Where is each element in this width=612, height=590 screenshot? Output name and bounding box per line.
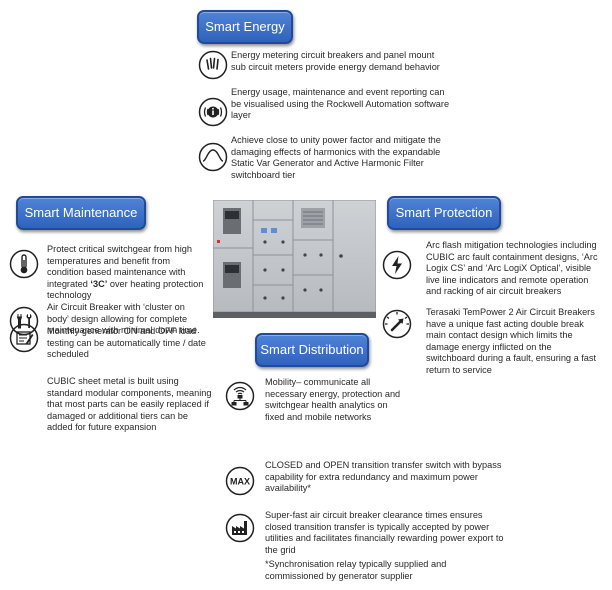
maintenance-item-1-text-b: over heating protection technology	[47, 278, 204, 301]
network-wifi-icon	[225, 381, 255, 411]
energy-item-3-text: Achieve close to unity power factor and …	[231, 135, 441, 180]
energy-item-2-text: Energy usage, maintenance and event repo…	[231, 87, 450, 121]
thermometer-icon	[9, 249, 39, 279]
energy-item-1-text: Energy metering circuit breakers and pan…	[231, 50, 440, 72]
info-broadcast-icon	[198, 97, 228, 127]
distribution-item-2-text: CLOSED and OPEN transition transfer swit…	[265, 460, 502, 494]
distribution-item-1-text: Mobility– communicate all necessary ener…	[265, 377, 401, 422]
distribution-footnote-text: *Synchronisation relay typically supplie…	[265, 559, 447, 581]
gauge-arrow-icon	[382, 309, 412, 339]
max-badge-label: MAX	[230, 477, 250, 487]
max-badge-icon: MAX	[225, 466, 255, 496]
meter-gauge-icon	[198, 50, 228, 80]
maintenance-item-2-text: Air Circuit Breaker with ‘cluster on bod…	[47, 302, 200, 336]
distribution-item-3-text: Super-fast air circuit breaker clearance…	[265, 510, 504, 555]
schedule-edit-icon	[9, 323, 39, 353]
sine-wave-icon	[198, 142, 228, 172]
switchboard-image	[212, 199, 377, 318]
lightning-bolt-icon	[382, 250, 412, 280]
factory-power-icon	[225, 513, 255, 543]
maintenance-item-1-text-a: Protect critical switchgear from high te…	[47, 244, 193, 289]
maintenance-note-text: CUBIC sheet metal is built using standar…	[47, 376, 212, 433]
smart-energy-button[interactable]: Smart Energy	[197, 10, 293, 44]
smart-distribution-button[interactable]: Smart Distribution	[255, 333, 369, 367]
smart-maintenance-button[interactable]: Smart Maintenance	[16, 196, 146, 230]
tools-icon	[9, 306, 39, 336]
protection-item-2-text: Terasaki TemPower 2 Air Circuit Breakers…	[426, 307, 597, 375]
maintenance-item-3-text: Monthly generator ON and OFF load testin…	[47, 326, 206, 360]
maintenance-3c-label: ‘3C’	[90, 278, 108, 289]
maintenance-item-1-text: Protect critical switchgear from high te…	[47, 244, 207, 302]
protection-item-1-text: Arc flash mitigation technologies includ…	[426, 240, 598, 297]
smart-protection-button[interactable]: Smart Protection	[387, 196, 501, 230]
